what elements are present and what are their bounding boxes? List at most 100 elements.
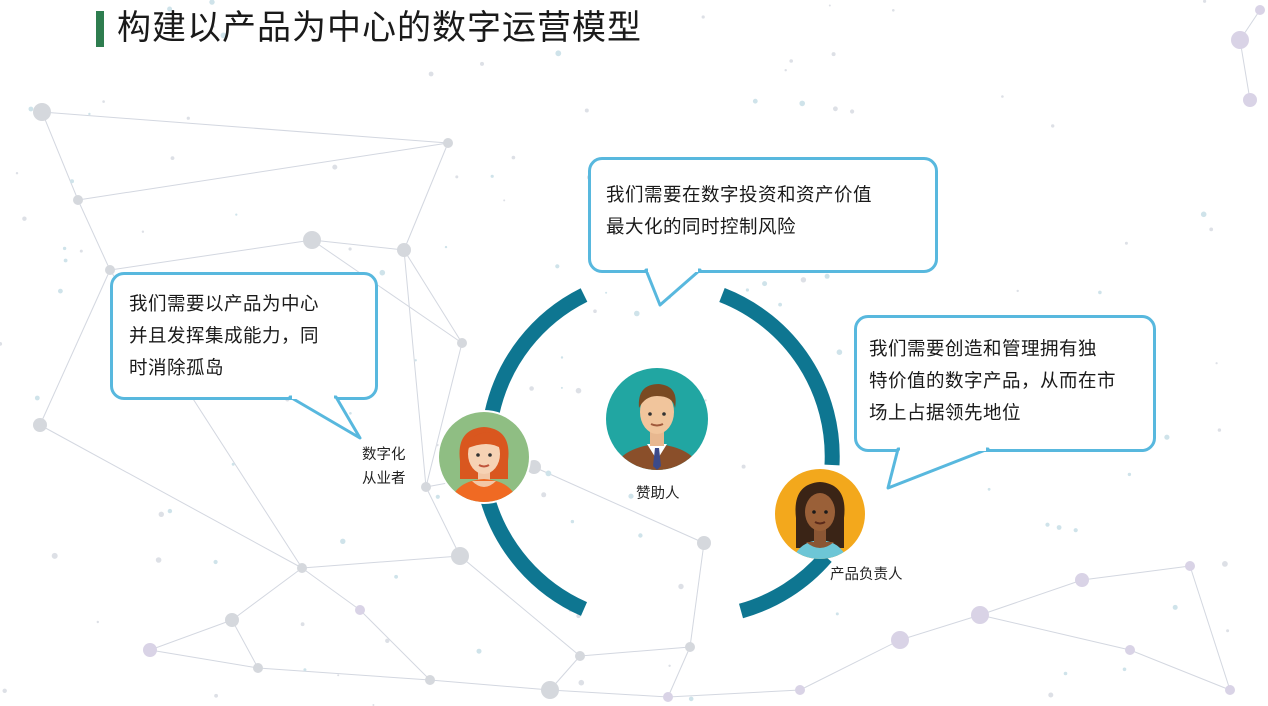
network-dot bbox=[745, 288, 750, 292]
bubble-text-line: 我们需要在数字投资和资产价值 bbox=[606, 185, 873, 206]
network-edge bbox=[667, 689, 801, 698]
network-edge bbox=[311, 239, 463, 344]
role-label-line: 赞助人 bbox=[636, 486, 680, 502]
network-dot bbox=[1063, 671, 1068, 676]
network-edge bbox=[109, 239, 313, 271]
bubble-text-line: 我们需要以产品为中心 bbox=[129, 294, 320, 315]
role-label-line: 从业者 bbox=[362, 471, 406, 487]
network-node bbox=[697, 536, 711, 550]
network-node bbox=[1255, 5, 1265, 15]
network-dot bbox=[529, 386, 534, 391]
network-edge bbox=[403, 142, 449, 251]
network-node bbox=[971, 606, 989, 624]
network-node bbox=[33, 103, 51, 121]
network-node bbox=[303, 231, 321, 249]
network-dot bbox=[511, 155, 516, 160]
bubble-text-line: 时消除孤岛 bbox=[129, 358, 225, 379]
network-edge bbox=[231, 567, 303, 621]
network-edge bbox=[403, 249, 427, 488]
network-node bbox=[225, 613, 239, 627]
bubble-tail-product-owner bbox=[886, 447, 990, 490]
network-dot bbox=[34, 395, 40, 401]
network-dot bbox=[476, 648, 482, 654]
network-dot bbox=[789, 59, 793, 63]
network-dot bbox=[1127, 472, 1132, 477]
network-dot bbox=[15, 172, 19, 175]
woman-red-hair-icon bbox=[437, 410, 531, 504]
network-dot bbox=[701, 15, 705, 19]
speech-bubble-sponsor: 我们需要在数字投资和资产价值 最大化的同时控制风险 bbox=[588, 157, 938, 273]
role-label-line: 产品负责人 bbox=[830, 567, 903, 583]
network-node bbox=[541, 681, 559, 699]
network-dot bbox=[1124, 241, 1128, 245]
network-edge bbox=[549, 689, 669, 698]
network-edge bbox=[39, 269, 111, 426]
network-dot bbox=[170, 156, 175, 161]
network-dot bbox=[541, 492, 547, 498]
bubble-text-line: 我们需要创造和管理拥有独 bbox=[869, 339, 1098, 360]
network-edge bbox=[41, 111, 79, 201]
network-node bbox=[685, 642, 695, 652]
network-edge bbox=[425, 486, 461, 557]
network-dot bbox=[1048, 692, 1054, 698]
network-node bbox=[663, 692, 673, 702]
network-edge bbox=[257, 667, 431, 681]
network-edge bbox=[149, 649, 259, 669]
network-dot bbox=[235, 213, 238, 216]
network-edge bbox=[359, 609, 431, 681]
bubble-text-line: 最大化的同时控制风险 bbox=[606, 217, 797, 238]
network-edge bbox=[979, 579, 1083, 616]
role-label-line: 数字化 bbox=[362, 447, 406, 463]
network-dot bbox=[2, 688, 7, 693]
network-dot bbox=[418, 18, 421, 21]
network-dot bbox=[560, 356, 564, 359]
network-dot bbox=[628, 493, 634, 499]
network-dot bbox=[428, 71, 434, 77]
network-dot bbox=[778, 302, 782, 307]
network-edge bbox=[667, 646, 691, 698]
network-dot bbox=[555, 50, 562, 57]
network-dot bbox=[214, 693, 219, 698]
network-edge bbox=[77, 199, 111, 271]
network-edge bbox=[39, 424, 303, 569]
network-dot bbox=[1056, 525, 1062, 530]
network-dot bbox=[824, 273, 830, 279]
network-dot bbox=[1122, 667, 1127, 672]
page-title: 构建以产品为中心的数字运营模型 bbox=[117, 8, 642, 48]
woman-dark-hair-icon bbox=[775, 469, 865, 559]
network-edge bbox=[231, 619, 259, 669]
network-dot bbox=[88, 112, 91, 116]
network-dot bbox=[1222, 561, 1228, 567]
bubble-text-line: 特价值的数字产品，从而在市 bbox=[869, 371, 1117, 392]
network-dot bbox=[1203, 0, 1207, 3]
network-dot bbox=[394, 574, 398, 579]
network-dot bbox=[303, 668, 307, 672]
network-edge bbox=[1189, 565, 1231, 691]
network-dot bbox=[638, 533, 643, 538]
network-edge bbox=[689, 542, 705, 648]
network-edge bbox=[579, 646, 691, 657]
network-dot bbox=[593, 309, 597, 314]
network-dot bbox=[605, 291, 608, 294]
network-dot bbox=[480, 61, 484, 66]
network-dot bbox=[379, 269, 386, 276]
network-dot bbox=[209, 0, 215, 5]
network-dot bbox=[167, 508, 173, 514]
network-dot bbox=[503, 199, 506, 202]
network-dot bbox=[799, 100, 805, 107]
network-node bbox=[443, 138, 453, 148]
network-edge bbox=[403, 249, 463, 344]
network-dot bbox=[58, 288, 63, 294]
network-dot bbox=[455, 175, 459, 179]
role-label-sponsor: 赞助人 bbox=[636, 482, 680, 506]
network-edge bbox=[301, 555, 461, 569]
network-dot bbox=[570, 519, 575, 524]
network-dot bbox=[28, 106, 34, 112]
speech-bubble-practitioner: 我们需要以产品为中心 并且发挥集成能力，同 时消除孤岛 bbox=[110, 272, 378, 400]
speech-bubble-product-owner: 我们需要创造和管理拥有独 特价值的数字产品，从而在市 场上占据领先地位 bbox=[854, 315, 1156, 452]
network-dot bbox=[70, 179, 74, 184]
network-dot bbox=[436, 443, 439, 447]
network-dot bbox=[1209, 227, 1214, 232]
network-node bbox=[397, 243, 411, 257]
